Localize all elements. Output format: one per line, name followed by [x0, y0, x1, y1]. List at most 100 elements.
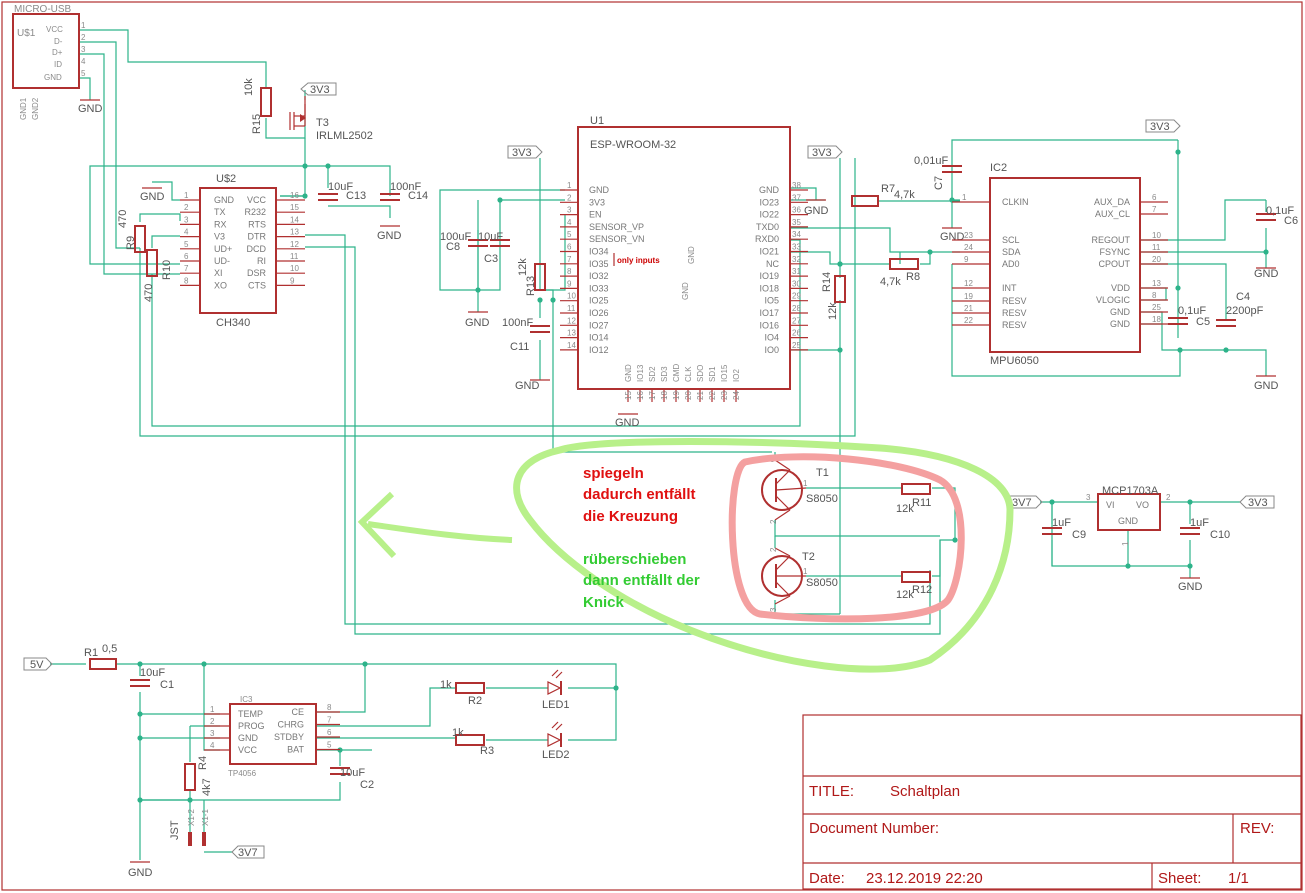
svg-text:LED1: LED1 — [542, 699, 570, 711]
svg-text:X1-2: X1-2 — [187, 809, 196, 826]
svg-text:GND: GND — [804, 205, 829, 217]
svg-text:3V3: 3V3 — [1248, 497, 1268, 509]
net-3v7-jst: 3V7 — [231, 845, 265, 859]
resistor-r9[interactable]: 470 R9 — [117, 210, 146, 253]
transistor-t1[interactable]: T1 S8050 3 1 2 — [761, 455, 838, 524]
svg-text:spiegeln: spiegeln — [583, 465, 644, 482]
tp-pin-num: 3 — [210, 729, 215, 738]
gnd-symbol-c11: GND — [515, 379, 550, 392]
mpu-name: MPU6050 — [990, 355, 1039, 367]
esp-bottom-num: 24 — [732, 391, 741, 400]
tp-pin-vcc: VCC — [238, 745, 258, 755]
mpu-pin-num: 20 — [1152, 255, 1161, 264]
regulator-mcp1703a[interactable]: MCP1703A VI VO GND 3 2 1 — [1086, 485, 1171, 546]
svg-text:IRLML2502: IRLML2502 — [316, 130, 373, 142]
esp-pin-io32: IO32 — [589, 271, 609, 281]
ch340-pin-num: 9 — [290, 276, 295, 285]
capacitor-c11[interactable]: 100nF C11 — [502, 317, 550, 353]
ch340-pin-dcd: DCD — [247, 244, 267, 254]
annotation-green-loop — [357, 438, 1014, 673]
esp-bottom-pin: SD1 — [708, 366, 717, 382]
mpu-pin-num: 12 — [964, 279, 973, 288]
ch340-pin-num: 5 — [184, 240, 189, 249]
svg-text:2: 2 — [1166, 493, 1171, 502]
svg-text:T3: T3 — [316, 117, 329, 129]
svg-text:12k: 12k — [896, 503, 914, 515]
mpu-pin-num: 11 — [1152, 243, 1161, 252]
svg-text:R13: R13 — [525, 276, 537, 296]
capacitor-c5[interactable]: 0,1uF C5 — [1168, 305, 1210, 328]
ch340-pin-xo: XO — [214, 280, 227, 290]
esp-pin-num: 26 — [792, 329, 801, 338]
gnd-symbol-mpu: GND — [1254, 375, 1279, 392]
svg-text:dadurch entfällt: dadurch entfällt — [583, 486, 696, 503]
svg-text:C8: C8 — [446, 241, 460, 253]
capacitor-c3[interactable]: 10uF C3 — [478, 231, 510, 265]
resistor-r14[interactable]: R14 12k — [821, 272, 846, 320]
esp-pin-io18: IO18 — [759, 283, 779, 293]
usb-connector[interactable]: MICRO-USB U$1 VCC D- D+ ID GND 1 2 3 4 5… — [12, 4, 86, 120]
esp-bottom-pin: IO15 — [720, 364, 729, 382]
resistor-r1[interactable]: R1 0,5 — [84, 643, 117, 670]
ch340-pin-tx: TX — [214, 207, 226, 217]
esp-pin-sensor-vp: SENSOR_VP — [589, 222, 644, 232]
capacitor-c6[interactable]: 0,1uF C6 — [1256, 205, 1298, 227]
resistor-r2[interactable]: 1k R2 — [440, 679, 485, 707]
mpu-pin-vdd: VDD — [1111, 283, 1131, 293]
annotation-red-loop — [728, 453, 965, 623]
resistor-r4[interactable]: R4 4k7 — [184, 756, 213, 796]
svg-text:3V3: 3V3 — [512, 147, 532, 159]
svg-text:R14: R14 — [821, 272, 833, 292]
mpu-pin-num: 18 — [1152, 315, 1161, 324]
tp-pin-bat: BAT — [287, 745, 304, 755]
gnd-symbol-esp-bottom: GND — [615, 413, 640, 429]
capacitor-c1[interactable]: 10uF C1 — [130, 667, 174, 691]
sheet-label: Sheet: — [1158, 870, 1201, 887]
resistor-r8[interactable]: R8 4,7k — [880, 258, 920, 288]
esp-pin-num: 28 — [792, 304, 801, 313]
mpu-pin-num: 22 — [964, 316, 973, 325]
tp-pin-num: 2 — [210, 717, 215, 726]
mpu-pin-gnd: GND — [1110, 319, 1131, 329]
usb-num-5: 5 — [81, 69, 86, 78]
esp-pin-num: 38 — [792, 181, 801, 190]
capacitor-c13[interactable]: 10uF C13 — [318, 181, 366, 202]
capacitor-c9[interactable]: 1uF C9 — [1042, 517, 1086, 541]
capacitor-c8[interactable]: 100uF C8 — [440, 231, 488, 253]
capacitor-c7[interactable]: 0,01uF C7 — [914, 155, 962, 190]
jst-connector[interactable]: JST X1-2 X1-1 — [169, 809, 210, 846]
wires — [50, 29, 1267, 860]
capacitor-c2[interactable]: 10uF C2 — [330, 767, 374, 791]
capacitor-c14[interactable]: 100nF C14 — [380, 181, 428, 202]
resistor-r12[interactable]: R12 12k — [896, 571, 932, 601]
tp-pin-num: 7 — [327, 716, 332, 725]
resistor-r15[interactable]: 10k R15 — [243, 78, 272, 134]
led-led1[interactable]: LED1 — [542, 669, 570, 711]
resistor-r13[interactable]: 12k R13 — [517, 258, 546, 296]
svg-text:R12: R12 — [912, 584, 932, 596]
resistor-r11[interactable]: R11 12k — [896, 483, 931, 515]
capacitor-c4[interactable]: C4 2200pF — [1216, 291, 1264, 327]
mosfet-t3[interactable]: T3 IRLML2502 — [289, 96, 373, 142]
svg-text:10uF: 10uF — [140, 667, 165, 679]
esp-pin-io27: IO27 — [589, 320, 609, 330]
esp-pin-num: 1 — [567, 181, 572, 190]
svg-text:C1: C1 — [160, 679, 174, 691]
led-led2[interactable]: LED2 — [542, 721, 570, 761]
usb-gnd1: GND1 — [19, 97, 28, 120]
resistor-r10[interactable]: 470 R10 — [143, 249, 173, 302]
resistor-r7[interactable]: R7 4,7k — [851, 183, 915, 207]
esp-pin-num: 27 — [792, 316, 801, 325]
transistor-t2[interactable]: T2 S8050 2 1 3 — [761, 547, 838, 612]
resistor-r3[interactable]: 1k R3 — [452, 727, 494, 757]
capacitor-c10[interactable]: 1uF C10 — [1180, 517, 1230, 541]
svg-text:C6: C6 — [1284, 215, 1298, 227]
esp-pin-num: 36 — [792, 206, 801, 215]
svg-text:C14: C14 — [408, 190, 428, 202]
ch340-pin-rx: RX — [214, 219, 227, 229]
